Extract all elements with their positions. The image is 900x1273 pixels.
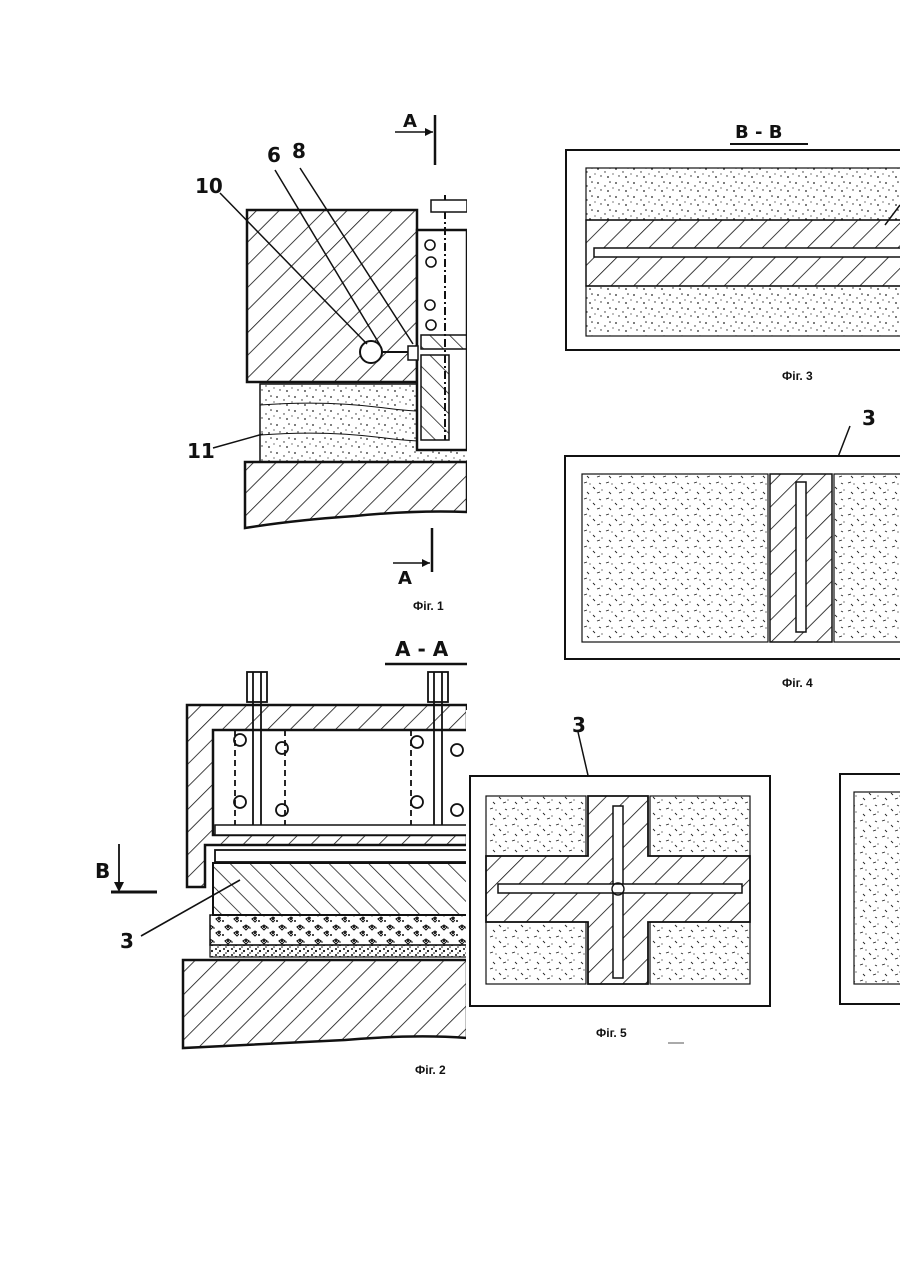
stud-right <box>411 672 463 830</box>
left-insulation <box>582 474 768 642</box>
figure-2: A - A <box>95 630 467 1080</box>
section-label-b: B <box>95 859 110 883</box>
top-insulation <box>586 168 900 220</box>
figure-4-caption: Фіг. 4 <box>782 676 813 690</box>
label-3-fig5: 3 <box>572 713 586 737</box>
figure-1-caption: Фіг. 1 <box>413 599 444 613</box>
label-3-fig2: 3 <box>120 929 134 953</box>
gravel-layer <box>210 915 467 945</box>
section-title-bb: B - B <box>735 122 782 143</box>
figure-5: 3 Фіг. 5 <box>466 710 778 1080</box>
figure-2-caption: Фіг. 2 <box>415 1063 446 1077</box>
foundation-2 <box>183 960 467 1048</box>
figure-5-caption: Фіг. 5 <box>596 1026 627 1040</box>
label-6: 6 <box>267 143 281 167</box>
section-label-bottom: A <box>398 568 412 589</box>
element-3 <box>213 863 467 915</box>
upper-block <box>247 210 417 382</box>
label-3-fig4: 3 <box>862 406 876 430</box>
bottom-insulation <box>586 286 900 336</box>
figure-3-caption: Фіг. 3 <box>782 369 813 383</box>
label-10: 10 <box>195 174 223 198</box>
ball-element <box>360 341 382 363</box>
figure-3: B - B Фіг. 3 <box>560 110 900 395</box>
foundation <box>245 462 467 528</box>
stud-left <box>234 672 288 830</box>
figure-6-partial <box>836 770 900 1010</box>
label-8: 8 <box>292 139 306 163</box>
section-title-aa: A - A <box>395 637 449 661</box>
right-insulation <box>834 474 900 642</box>
figure-1: 10 6 8 11 A A Фіг. 1 <box>95 100 467 630</box>
figure-4: 3 Фіг. 4 <box>560 400 900 700</box>
section-label-top: A <box>403 111 417 132</box>
label-11: 11 <box>187 439 215 463</box>
